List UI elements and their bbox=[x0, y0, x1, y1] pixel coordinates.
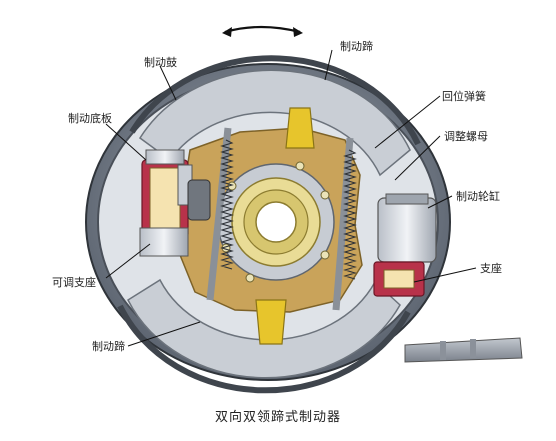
label-return-spring: 回位弹簧 bbox=[442, 90, 486, 103]
rotation-arrow bbox=[222, 25, 303, 37]
lower-wedge bbox=[255, 299, 287, 345]
left-adjuster-assembly bbox=[139, 149, 193, 257]
label-wheel-cylinder: 制动轮缸 bbox=[456, 190, 500, 203]
label-support: 支座 bbox=[480, 262, 502, 275]
label-brake-drum: 制动鼓 bbox=[144, 56, 177, 69]
label-brake-shoe-bottom: 制动蹄 bbox=[92, 340, 125, 353]
return-spring-left bbox=[206, 127, 234, 301]
label-adjustable-support: 可调支座 bbox=[52, 276, 96, 289]
hub bbox=[217, 161, 335, 283]
label-adjust-nut: 调整螺母 bbox=[444, 130, 488, 143]
label-brake-shoe-top: 制动蹄 bbox=[340, 40, 373, 53]
diagram-caption: 双向双领蹄式制动器 bbox=[214, 410, 341, 425]
left-bolt-plate bbox=[187, 179, 211, 221]
brake-shoe-bottom bbox=[117, 278, 411, 394]
return-spring-right bbox=[332, 137, 357, 311]
brake-lever bbox=[404, 337, 523, 363]
brake-shoe-top bbox=[129, 55, 421, 177]
support-assembly bbox=[373, 261, 425, 297]
leader-lines bbox=[105, 49, 477, 347]
wheel-cylinder bbox=[377, 193, 437, 263]
label-backing-plate: 制动底板 bbox=[68, 112, 112, 125]
upper-wedge bbox=[285, 107, 315, 149]
